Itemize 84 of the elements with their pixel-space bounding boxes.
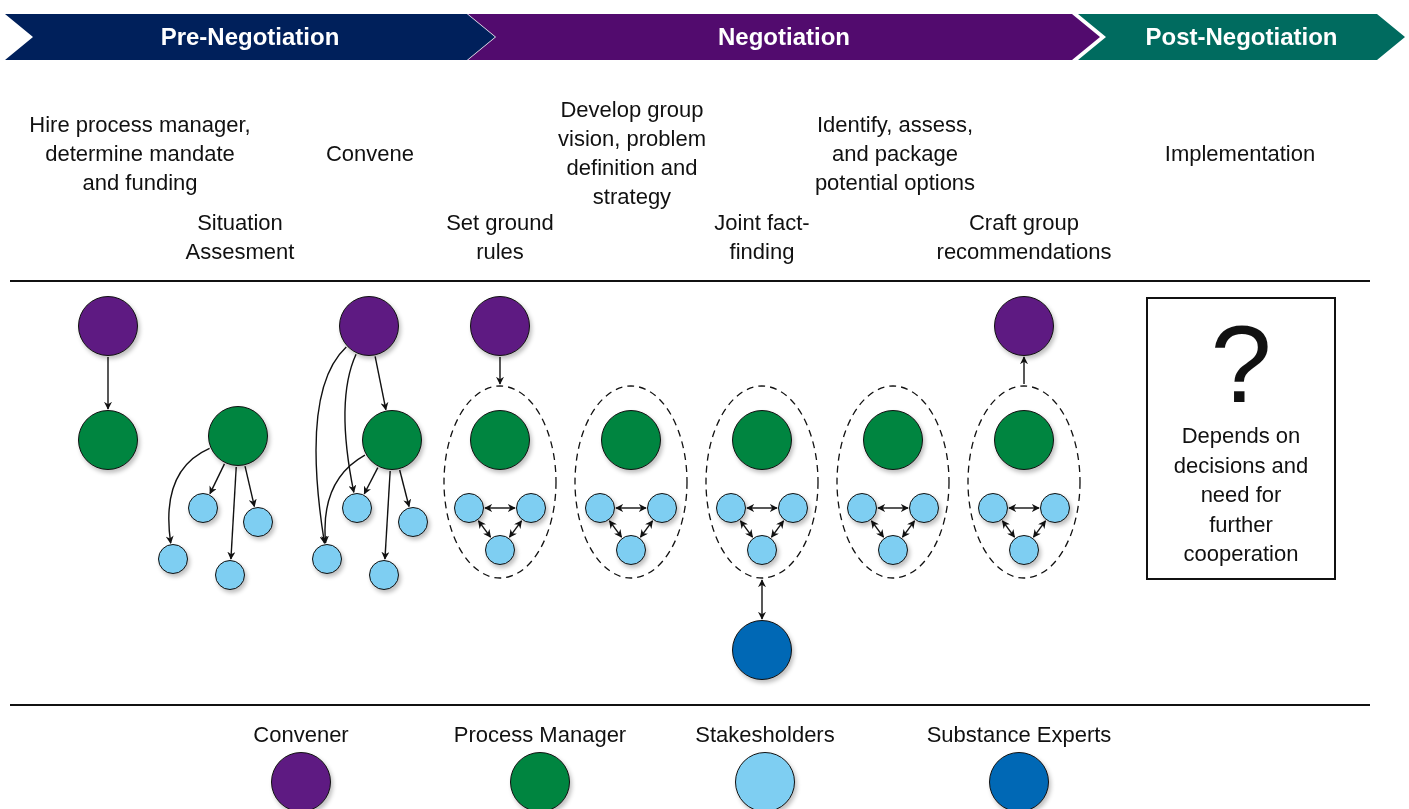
double-arrow [1008, 504, 1040, 512]
node-circle [994, 296, 1054, 356]
node-circle [369, 560, 399, 590]
double-arrow [608, 520, 623, 538]
arrow [344, 353, 357, 494]
node-circle [1009, 535, 1039, 565]
arrow [227, 466, 237, 560]
node-circle [470, 296, 530, 356]
node-circle [516, 493, 546, 523]
arrow [209, 463, 226, 495]
double-arrow [1032, 520, 1047, 538]
arrow [321, 454, 366, 544]
node-circle [747, 535, 777, 565]
stage-label: Situation Assesment [184, 209, 296, 266]
arrow [165, 447, 211, 544]
node-circle [909, 493, 939, 523]
node-circle [470, 410, 530, 470]
double-arrow [508, 520, 523, 538]
legend-label: Convener [252, 721, 350, 749]
node-circle [978, 493, 1008, 523]
node-circle [188, 493, 218, 523]
node-circle [339, 296, 399, 356]
node-circle [616, 535, 646, 565]
stage-label: Craft group recommendations [935, 209, 1113, 266]
question-mark: ? [1210, 309, 1272, 419]
box-text: Depends on decisions and need for further cooperation [1172, 422, 1310, 568]
double-arrow [770, 520, 785, 538]
node-circle [78, 410, 138, 470]
double-arrow [1001, 520, 1016, 538]
node-circle [208, 406, 268, 466]
double-arrow [870, 520, 885, 538]
arrow [363, 466, 379, 495]
phase-title: Negotiation [718, 23, 850, 51]
stage-label: Develop group vision, problem definition and strategy [557, 96, 707, 211]
legend-label: Stakesholders [694, 721, 836, 749]
double-arrow [901, 520, 916, 538]
node-circle [585, 493, 615, 523]
node-circle [342, 493, 372, 523]
arrow [374, 355, 389, 411]
node-circle [847, 493, 877, 523]
node-circle [243, 507, 273, 537]
stage-label: Implementation [1163, 140, 1317, 168]
legend-label: Substance Experts [925, 721, 1113, 749]
node-circle [732, 410, 792, 470]
double-arrow [484, 504, 516, 512]
stage-label: Hire process manager, determine mandate and funding [28, 111, 252, 197]
double-arrow [758, 579, 766, 620]
double-arrow [477, 520, 492, 538]
stage-label: Joint fact-finding [713, 209, 811, 266]
node-circle [312, 544, 342, 574]
arrow [381, 470, 391, 560]
node-circle [158, 544, 188, 574]
stage-label: Convene [324, 140, 416, 168]
double-arrow [746, 504, 778, 512]
node-circle [878, 535, 908, 565]
phase-title: Pre-Negotiation [160, 23, 340, 51]
phase-title: Post-Negotiation [1145, 23, 1338, 51]
node-circle [362, 410, 422, 470]
node-circle [454, 493, 484, 523]
node-circle [1040, 493, 1070, 523]
node-circle [863, 410, 923, 470]
node-circle [994, 410, 1054, 470]
arrow [104, 356, 112, 410]
node-circle [778, 493, 808, 523]
node-circle [215, 560, 245, 590]
node-circle [485, 535, 515, 565]
node-circle [716, 493, 746, 523]
stage-label: Identify, assess, and package potential options [813, 111, 977, 197]
arrow [244, 465, 257, 508]
node-circle [398, 507, 428, 537]
arrow [1020, 356, 1028, 385]
arrow [399, 469, 412, 508]
node-circle [647, 493, 677, 523]
double-arrow [615, 504, 647, 512]
node-circle [601, 410, 661, 470]
double-arrow [877, 504, 909, 512]
node-circle [732, 620, 792, 680]
legend-label: Process Manager [452, 721, 628, 749]
arrow [315, 346, 347, 544]
double-arrow [739, 520, 754, 538]
arrow [496, 356, 504, 385]
node-circle [78, 296, 138, 356]
double-arrow [639, 520, 654, 538]
stage-label: Set ground rules [445, 209, 555, 266]
